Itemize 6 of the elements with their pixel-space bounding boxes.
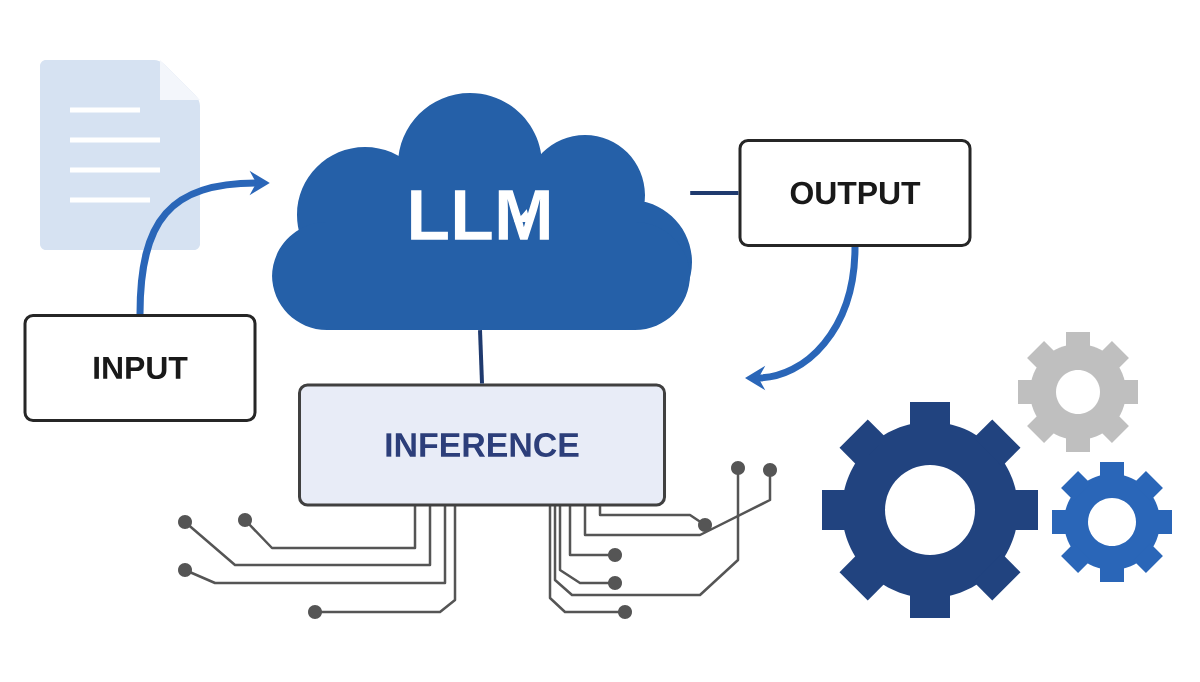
cloud: LLM [272,93,692,330]
connector-line [478,330,484,384]
output-box: OUTPUT [738,139,972,247]
inference-box: INFERENCE [298,383,666,507]
input-box: INPUT [23,314,257,422]
connector-line [690,191,739,195]
